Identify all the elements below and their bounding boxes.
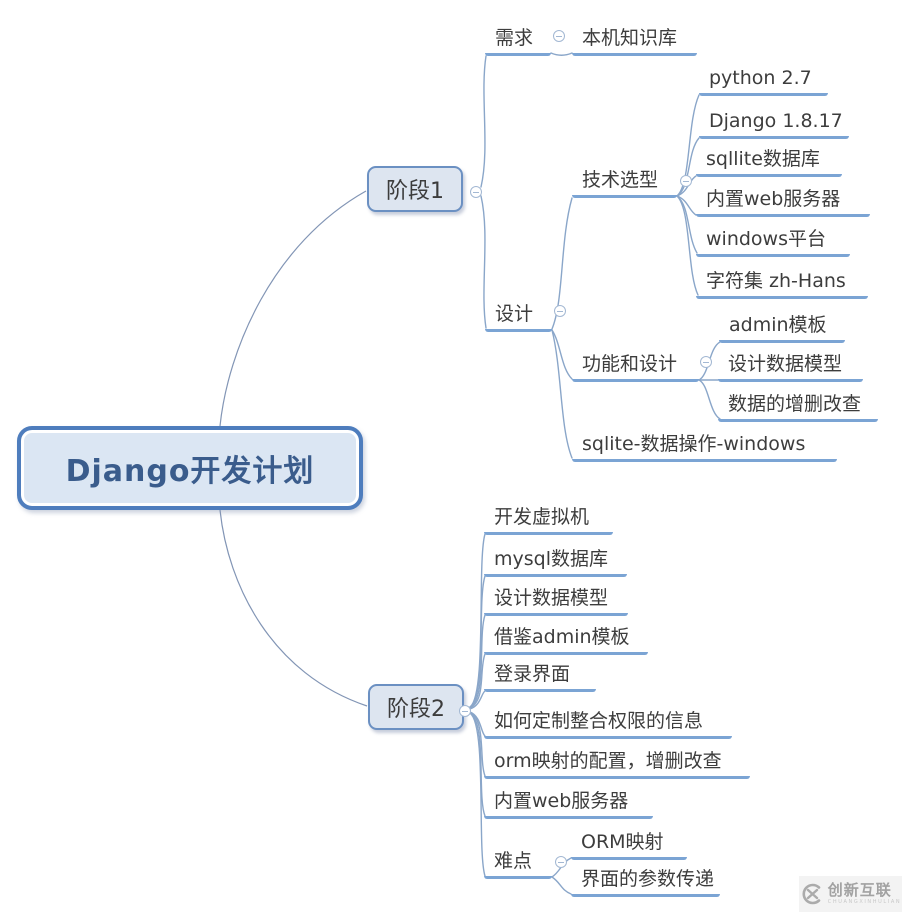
stage1-node[interactable]: 阶段1 xyxy=(367,166,463,212)
node-orm-mapping-config-crud[interactable]: orm映射的配置，增删改查 xyxy=(484,748,750,779)
node-function-and-design[interactable]: 功能和设计 xyxy=(572,351,699,382)
collapse-toggle-stage1[interactable] xyxy=(470,186,482,198)
node-login-page[interactable]: 登录界面 xyxy=(484,661,596,692)
collapse-toggle-tech[interactable] xyxy=(680,175,692,187)
node-django-1817[interactable]: Django 1.8.17 xyxy=(699,108,849,139)
minus-icon xyxy=(683,180,689,182)
node-design-data-model-1[interactable]: 设计数据模型 xyxy=(718,351,863,382)
node-windows-platform[interactable]: windows平台 xyxy=(696,226,850,257)
node-learn-admin-template[interactable]: 借鉴admin模板 xyxy=(484,624,648,655)
node-orm-mapping[interactable]: ORM映射 xyxy=(571,829,687,860)
node-sqllite-database[interactable]: sqllite数据库 xyxy=(696,146,842,177)
collapse-toggle-design[interactable] xyxy=(554,305,566,317)
node-data-crud[interactable]: 数据的增删改查 xyxy=(718,391,878,422)
node-design-data-model-2[interactable]: 设计数据模型 xyxy=(484,585,628,616)
minus-icon xyxy=(462,710,468,712)
collapse-toggle-req[interactable] xyxy=(553,30,565,42)
node-python-27[interactable]: python 2.7 xyxy=(699,65,828,96)
node-ui-param-passing[interactable]: 界面的参数传递 xyxy=(571,866,721,897)
minus-icon xyxy=(703,361,709,363)
node-mysql-database[interactable]: mysql数据库 xyxy=(484,546,627,577)
node-admin-template[interactable]: admin模板 xyxy=(719,312,845,343)
collapse-toggle-stage2[interactable] xyxy=(459,705,471,717)
minus-icon xyxy=(556,35,562,37)
minus-icon xyxy=(558,861,564,863)
node-requirements[interactable]: 需求 xyxy=(485,25,551,56)
node-design[interactable]: 设计 xyxy=(485,301,552,332)
node-local-knowledge-base[interactable]: 本机知识库 xyxy=(572,25,697,56)
stage2-node[interactable]: 阶段2 xyxy=(368,684,464,730)
node-builtin-web-server-1[interactable]: 内置web服务器 xyxy=(696,186,870,217)
watermark: 创新互联 CHUANGXINHULIAN xyxy=(799,876,902,912)
node-charset-zh-hans[interactable]: 字符集 zh-Hans xyxy=(696,268,868,299)
watermark-logo-icon xyxy=(802,883,821,905)
node-custom-permissions-info[interactable]: 如何定制整合权限的信息 xyxy=(484,708,732,739)
minus-icon xyxy=(473,191,479,193)
node-dev-vm[interactable]: 开发虚拟机 xyxy=(484,504,613,535)
watermark-name: 创新互联 xyxy=(827,881,892,899)
collapse-toggle-func[interactable] xyxy=(700,356,712,368)
watermark-subtext: CHUANGXINHULIAN xyxy=(827,899,902,905)
node-difficulties[interactable]: 难点 xyxy=(484,848,552,879)
root-node[interactable]: Django开发计划 xyxy=(17,426,363,510)
node-builtin-web-server-2[interactable]: 内置web服务器 xyxy=(484,788,653,819)
minus-icon xyxy=(557,310,563,312)
collapse-toggle-hard[interactable] xyxy=(555,856,567,868)
node-tech-selection[interactable]: 技术选型 xyxy=(572,167,677,198)
node-sqlite-data-ops-windows[interactable]: sqlite-数据操作-windows xyxy=(572,431,837,462)
